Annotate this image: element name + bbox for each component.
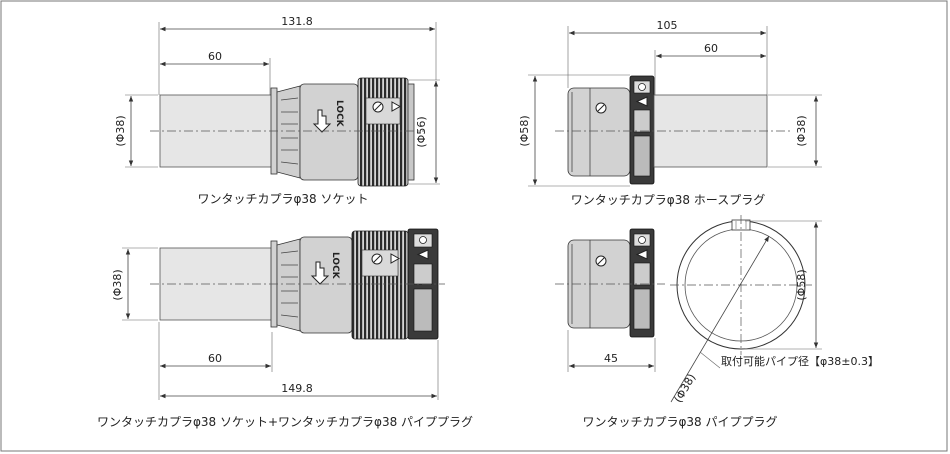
pipe-plug-caption: ワンタッチカプラφ38 パイププラグ [582, 415, 777, 429]
pipe-plug-note: 取付可能パイプ径【φ38±0.3】 [721, 354, 879, 368]
combo-lock-label: LOCK [330, 252, 340, 280]
hose-plug-dim-left-dia: (Φ58) [518, 115, 531, 146]
socket-caption: ワンタッチカプラφ38 ソケット [197, 192, 368, 206]
hose-plug-body [567, 87, 631, 177]
triangle-left-icon [635, 96, 648, 107]
triangle-left-icon [635, 249, 648, 260]
hose-plug-dim-right-dia: (Φ38) [795, 115, 808, 146]
hose-plug-dim-pipe: 60 [704, 42, 718, 55]
socket-ribbed-sleeve [357, 77, 409, 187]
combo-dim-total: 149.8 [281, 382, 313, 395]
hose-plug-caption: ワンタッチカプラφ38 ホースプラグ [571, 193, 765, 207]
pipe-plug-dim-len: 45 [604, 352, 618, 365]
lock-arrow-icon [312, 109, 332, 133]
combo-dim-left-dia: (Φ38) [111, 269, 124, 300]
combo-dim-pipe: 60 [208, 352, 222, 365]
socket-dim-left-dia: (Φ38) [114, 115, 127, 146]
triangle-left-icon [416, 249, 429, 260]
socket-dim-pipe: 60 [208, 50, 222, 63]
hose-plug-dim-total: 105 [657, 19, 678, 32]
combo-view: (Φ38) LOCK 60 149.8 ワンタッ [97, 228, 473, 429]
pipe-plug-dim-diag: (Φ38) [672, 371, 699, 405]
triangle-right-icon [390, 253, 401, 264]
socket-lock-label: LOCK [334, 100, 344, 128]
lock-arrow-icon [310, 261, 330, 285]
socket-collar [299, 83, 359, 181]
pipe-plug-dim-right-dia: (Φ58) [795, 269, 808, 300]
combo-caption: ワンタッチカプラφ38 ソケット+ワンタッチカプラφ38 パイププラグ [97, 415, 473, 429]
socket-fingers [276, 85, 301, 179]
combo-fingers [276, 238, 301, 332]
triangle-right-icon [391, 101, 402, 112]
pipe-plug-view: 45 (Φ58) (Φ38) 取付可能パイプ径【φ38±0.3】 ワンタッチカプ… [555, 215, 879, 429]
socket-dim-right-dia: (Φ56) [415, 116, 428, 147]
socket-view: 131.8 60 (Φ38) (Φ56) LOCK [114, 15, 440, 206]
socket-dim-total: 131.8 [281, 15, 313, 28]
combo-ribbed-sleeve [351, 230, 409, 340]
combo-collar [299, 236, 353, 334]
hose-plug-view: 105 60 (Φ58) (Φ38) ワンタッチカプラφ38 ホースプラグ [518, 19, 822, 207]
